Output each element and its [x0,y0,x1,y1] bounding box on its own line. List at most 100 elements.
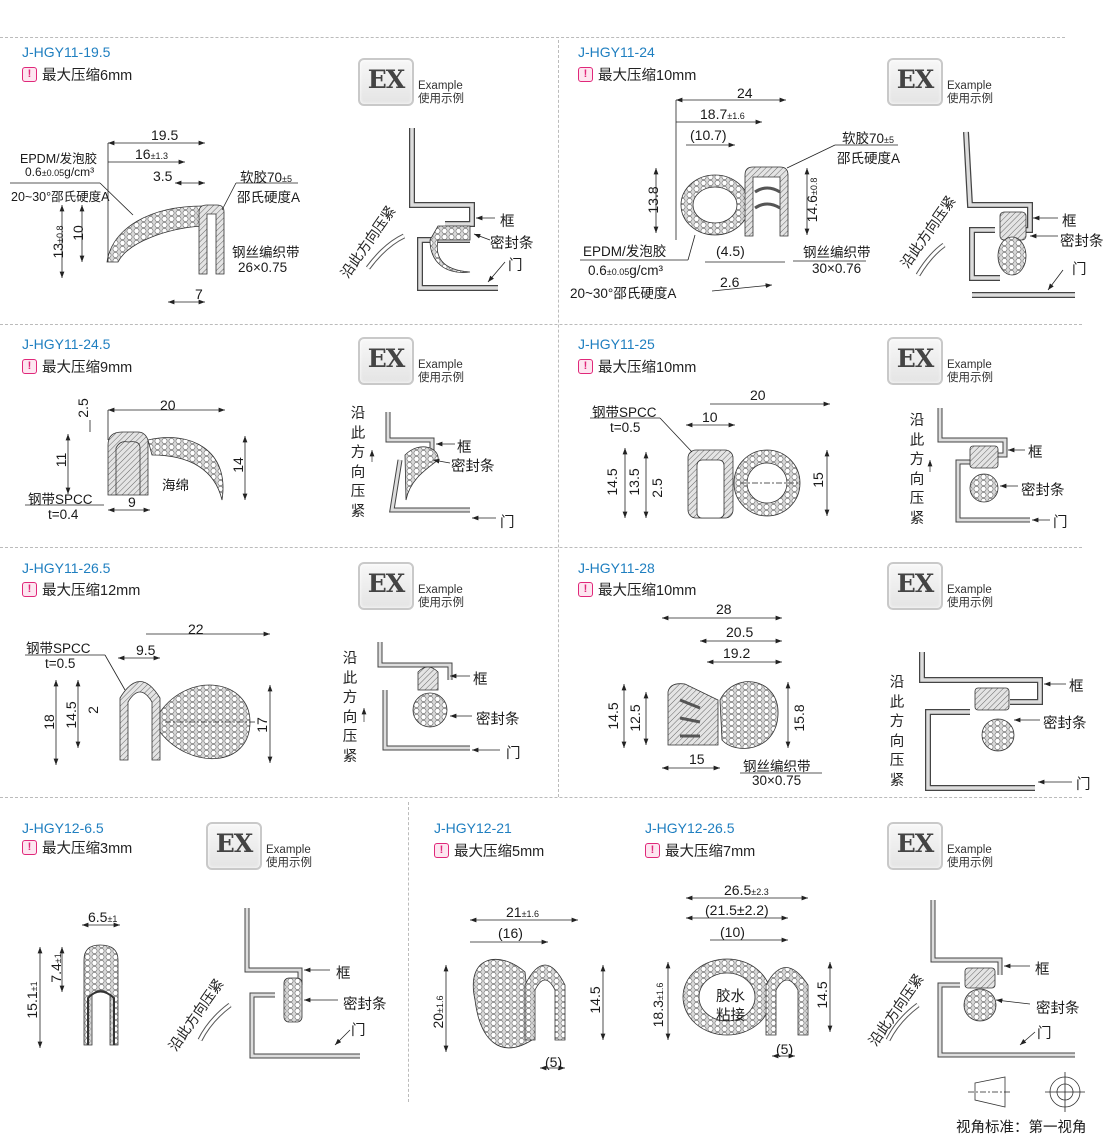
dim-width: 20 [160,397,176,413]
frame-label: 框 [1028,445,1043,461]
ex-logo: EX [358,58,414,106]
max-compression: !最大压缩12mm [22,579,140,600]
warning-icon: ! [578,582,593,597]
density-value: 0.6 [25,165,42,179]
dim-bulb-height: 15.8 [791,704,807,732]
dim-clip-height: 14.5 [814,981,830,1009]
seal-label: 密封条 [476,712,520,728]
door-label: 门 [351,1023,366,1039]
max-compression-text: 最大压缩7mm [665,844,756,860]
dim-thickness: 2.6 [720,274,740,290]
dim-width: 19.5 [151,127,179,143]
example-zh: 使用示例 [947,597,993,609]
density-unit: g/cm³ [629,263,663,278]
dim-height: 14 [230,457,246,473]
dim-tolerance: ±1.6 [435,995,445,1013]
density-tolerance: ±0.05 [606,267,630,277]
warning-icon: ! [22,840,37,855]
door-label: 门 [1076,777,1091,793]
dim-value: 21 [506,904,522,920]
profile-j-hgy11-19-5 [10,140,298,305]
dim-value: 6.5 [88,909,108,925]
example-zh: 使用示例 [418,597,464,609]
seal-label: 密封条 [1043,716,1087,732]
soft-rubber-tolerance: ±5 [282,174,292,184]
dim-value: 26.5 [724,882,752,898]
dim-height: 18 [41,714,57,730]
warning-icon: ! [22,359,37,374]
soft-rubber-value: 软胶70 [240,170,283,185]
dim-tolerance: ±1 [53,953,63,964]
dim-tolerance: ±0.8 [55,225,65,243]
bonding-note: 粘接 [716,1008,745,1024]
example-j-hgy11-24 [915,131,1075,298]
model-code: J-HGY11-26.5 [22,560,111,576]
example-j-hgy11-24-5 [369,412,496,521]
seal-label: 密封条 [1036,1001,1080,1017]
steel-wire-size: 30×0.76 [812,261,862,276]
model-code: J-HGY11-25 [578,336,655,352]
door-label: 门 [1053,515,1068,531]
projection-standard: 视角标准：第一视角 [956,1120,1087,1136]
dim-depth: (16) [498,925,523,941]
model-code: J-HGY11-24 [578,44,655,60]
model-code: J-HGY12-26.5 [645,820,735,836]
soft-rubber-tolerance: ±5 [884,135,894,145]
dim-depth: (21.5±2.2) [705,902,769,918]
dim-foam-height: 10 [70,225,86,241]
max-compression: !最大压缩7mm [645,840,755,861]
example-j-hgy11-26-5 [361,642,500,753]
max-compression-text: 最大压缩9mm [42,360,133,376]
dim-clip-width: 10 [702,409,718,425]
example-zh: 使用示例 [947,857,993,869]
dim-clip-width: 9.5 [136,642,156,658]
door-label: 门 [508,258,523,274]
frame-label: 框 [457,440,472,456]
dim-value: 18.3 [650,1000,666,1028]
soft-rubber-value: 软胶70 [842,131,885,146]
dim-depth: 16±1.3 [135,146,168,162]
dim-gap: (5) [776,1041,794,1057]
steel-wire-size: 30×0.75 [752,773,802,788]
dim-offset: 2 [85,706,101,714]
example-j-hgy11-19-5 [365,128,506,291]
divider [0,797,1082,798]
dim-value: 14.6 [804,195,820,223]
dim-value: 16 [135,146,151,162]
thickness-note: t=0.5 [610,420,641,435]
door-label: 门 [1072,262,1087,278]
max-compression: !最大压缩10mm [578,579,696,600]
dim-bulb-height: 15 [810,472,826,488]
dim-clip-height: 14.5 [63,701,79,729]
dim-value: 20 [430,1012,446,1029]
warning-icon: ! [578,67,593,82]
dim-depth: 20.5 [726,624,754,640]
dim-inner-depth: 19.2 [723,645,751,661]
example-en: Example [947,584,992,596]
dim-width: 21±1.6 [506,904,539,920]
seal-label: 密封条 [343,997,387,1013]
steel-wire-note: 钢丝编织带 [232,245,300,260]
example-en: Example [418,80,463,92]
divider [408,802,409,1102]
dim-offset: 2.5 [649,478,665,498]
warning-icon: ! [22,582,37,597]
example-j-hgy11-28 [919,652,1072,791]
max-compression: !最大压缩6mm [22,64,132,85]
press-direction-label: 沿此方向压紧 [342,651,358,765]
max-compression: !最大压缩10mm [578,356,696,377]
dim-tolerance: ±1 [107,914,118,924]
door-label: 门 [500,515,515,531]
example-j-hgy12-6-5 [197,908,360,1059]
thickness-note: t=0.5 [45,656,76,671]
profile-j-hgy11-26-5 [25,631,273,765]
hardness-note: 20~30°邵氏硬度A [570,286,677,301]
dim-clip-width: 7 [195,286,203,302]
profile-j-hgy12-26-5 [665,895,833,1059]
